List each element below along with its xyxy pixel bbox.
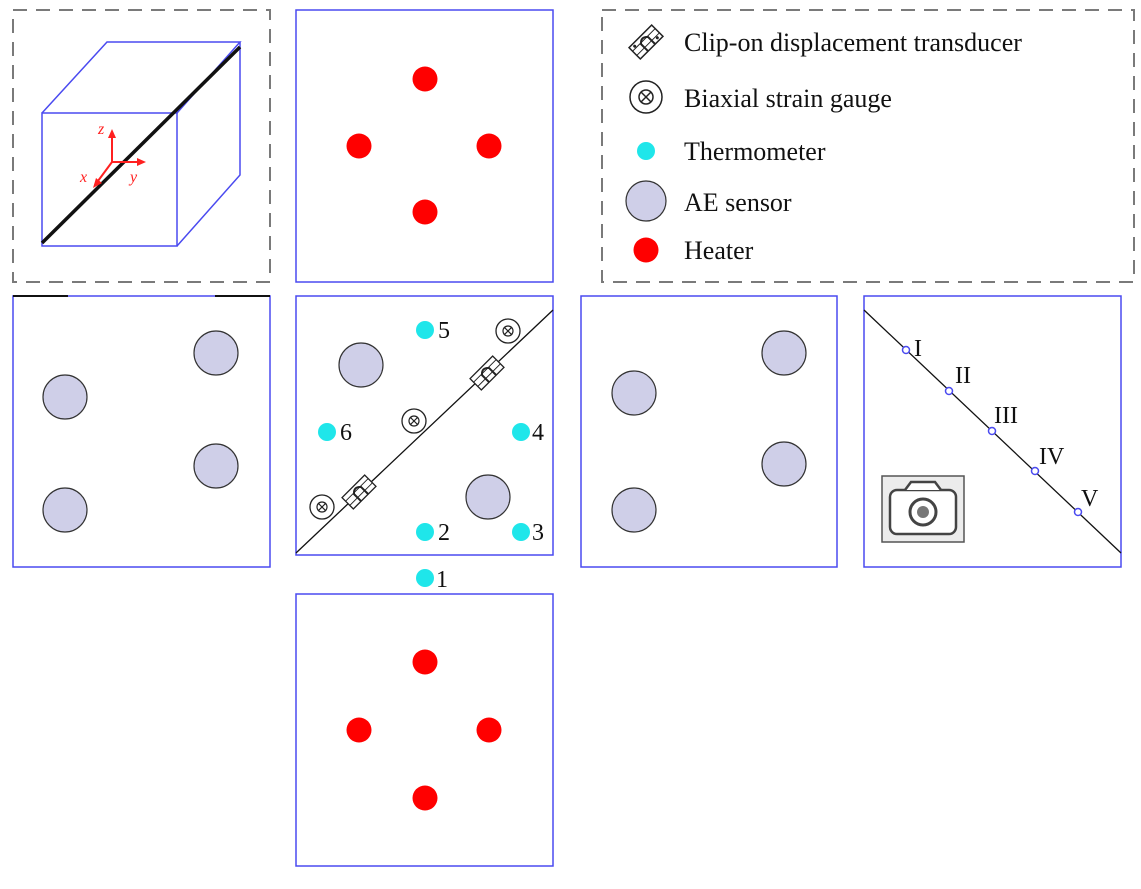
biaxial-strain-gauge-icon: [495, 318, 521, 344]
biaxial-strain-gauge-icon: [401, 408, 427, 434]
fracture-point-label-IV: IV: [1039, 444, 1065, 470]
clip-on-displacement-transducer-icon: [627, 23, 665, 61]
thermometer-icon: [637, 142, 655, 160]
panel-border: [295, 593, 554, 867]
heater-marker: [346, 133, 372, 159]
legend: Clip-on displacement transducer Biaxial …: [601, 9, 1135, 283]
fracture-line: [295, 309, 554, 554]
fracture-point-marker: [1030, 466, 1040, 476]
legend-label-ae-sensor: AE sensor: [684, 188, 792, 217]
fracture-point-label-III: III: [994, 403, 1018, 429]
cube-icon: [40, 41, 242, 247]
ae-sensor-marker: [611, 370, 657, 416]
thermometer-label-3: 3: [532, 520, 544, 546]
clip-on-displacement-transducer-icon: [341, 474, 377, 510]
heater-icon: [633, 237, 659, 263]
heater-marker: [476, 133, 502, 159]
legend-label-thermometer: Thermometer: [684, 137, 826, 166]
fracture-point-label-II: II: [955, 363, 971, 389]
axis-label-y: y: [128, 169, 138, 186]
thermometer-marker-5: [416, 321, 434, 339]
thermometer-marker-3: [512, 523, 530, 541]
right-ae-panel: [580, 295, 838, 568]
ae-sensor-marker: [611, 487, 657, 533]
heater-marker: [412, 649, 438, 675]
thermometer-marker-2: [416, 523, 434, 541]
fracture-point-marker: [1073, 507, 1083, 517]
panel-border: [295, 9, 554, 283]
legend-label-transducer: Clip-on displacement transducer: [684, 28, 1022, 57]
heater-marker: [412, 66, 438, 92]
ae-sensor-marker: [193, 443, 239, 489]
thermometer-marker-4: [512, 423, 530, 441]
legend-border: [601, 9, 1135, 283]
thermometer-marker-6: [318, 423, 336, 441]
ae-sensor-marker: [42, 487, 88, 533]
legend-label-strain-gauge: Biaxial strain gauge: [684, 84, 892, 113]
panel-border: [863, 295, 1122, 568]
heater-marker: [476, 717, 502, 743]
camera-icon: [881, 475, 965, 543]
ae-sensor-marker: [42, 374, 88, 420]
heater-marker: [412, 199, 438, 225]
heater-marker: [412, 785, 438, 811]
legend-label-heater: Heater: [684, 236, 754, 265]
thermometer-label-1: 1: [436, 567, 448, 593]
ae-sensor-icon: [625, 180, 667, 222]
biaxial-strain-gauge-icon: [309, 494, 335, 520]
thermometer-label-5: 5: [438, 318, 450, 344]
ae-sensor-marker: [465, 474, 511, 520]
ae-sensor-marker: [761, 441, 807, 487]
cube-panel: z x y: [12, 9, 271, 283]
fracture-point-marker: [944, 386, 954, 396]
heater-marker: [346, 717, 372, 743]
panel-border: [580, 295, 838, 568]
bottom-heater-panel: [295, 593, 554, 867]
left-ae-panel: [12, 295, 271, 568]
coordinate-axes: z x y: [79, 121, 146, 188]
fracture-point-label-V: V: [1081, 486, 1099, 512]
clip-on-displacement-transducer-icon: [469, 355, 505, 391]
thermometer-label-4: 4: [532, 420, 544, 446]
fracture-point-label-I: I: [914, 336, 922, 362]
ae-sensor-marker: [338, 342, 384, 388]
thermometer-marker-1: [416, 569, 434, 587]
fracture-point-marker: [987, 426, 997, 436]
axis-label-z: z: [97, 121, 105, 138]
biaxial-strain-gauge-icon: [629, 80, 663, 114]
ae-sensor-marker: [761, 330, 807, 376]
fracture-point-marker: [901, 345, 911, 355]
thermometer-label-2: 2: [438, 520, 450, 546]
camera-panel: I II III IV V: [863, 295, 1122, 568]
axis-label-x: x: [79, 169, 87, 186]
top-heater-panel: [295, 9, 554, 283]
cube-panel-border: [12, 9, 271, 283]
thermometer-label-6: 6: [340, 420, 352, 446]
ae-sensor-marker: [193, 330, 239, 376]
center-panel: 5 6 4 2 3 1: [295, 295, 554, 593]
fracture-line: [40, 45, 242, 245]
panel-border: [295, 295, 554, 556]
panel-border: [12, 295, 271, 568]
